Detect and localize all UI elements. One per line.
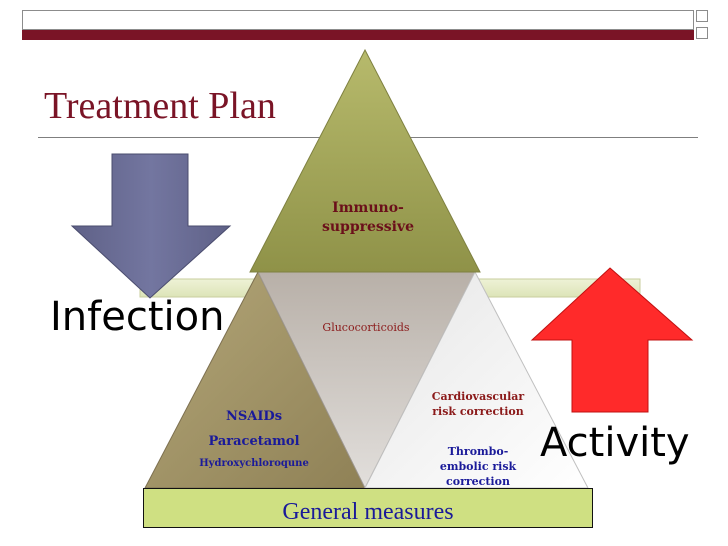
corner-box — [696, 27, 708, 39]
left-triangle-line-3: Hydroxychloroqune — [199, 458, 309, 469]
top-accent-bar — [22, 30, 694, 40]
activity-label: Activity — [540, 420, 690, 466]
corner-box — [696, 10, 708, 22]
general-measures-box: General measures — [143, 488, 593, 528]
general-measures-label: General measures — [282, 499, 454, 525]
page-title: Treatment Plan — [44, 85, 276, 127]
right-triangle-lower-line-1: Thrombo- — [448, 445, 509, 458]
middle-triangle-label: Glucocorticoids — [322, 321, 409, 334]
top-frame-bar — [22, 10, 694, 30]
infection-label: Infection — [50, 294, 225, 340]
top-triangle-line-2: suppressive — [322, 219, 414, 235]
top-triangle — [249, 48, 481, 273]
top-triangle-line-1: Immuno- — [332, 200, 404, 216]
right-triangle-lower-line-3: correction — [446, 475, 510, 488]
right-triangle-upper-line-1: Cardiovascular — [432, 390, 525, 403]
down-arrow-infection — [70, 153, 232, 299]
up-arrow-activity — [530, 267, 694, 413]
right-triangle-upper-line-2: risk correction — [432, 405, 524, 418]
left-triangle-line-2: Paracetamol — [208, 434, 299, 449]
right-triangle-lower-line-2: embolic risk — [440, 460, 517, 473]
left-triangle-line-1: NSAIDs — [226, 409, 282, 424]
